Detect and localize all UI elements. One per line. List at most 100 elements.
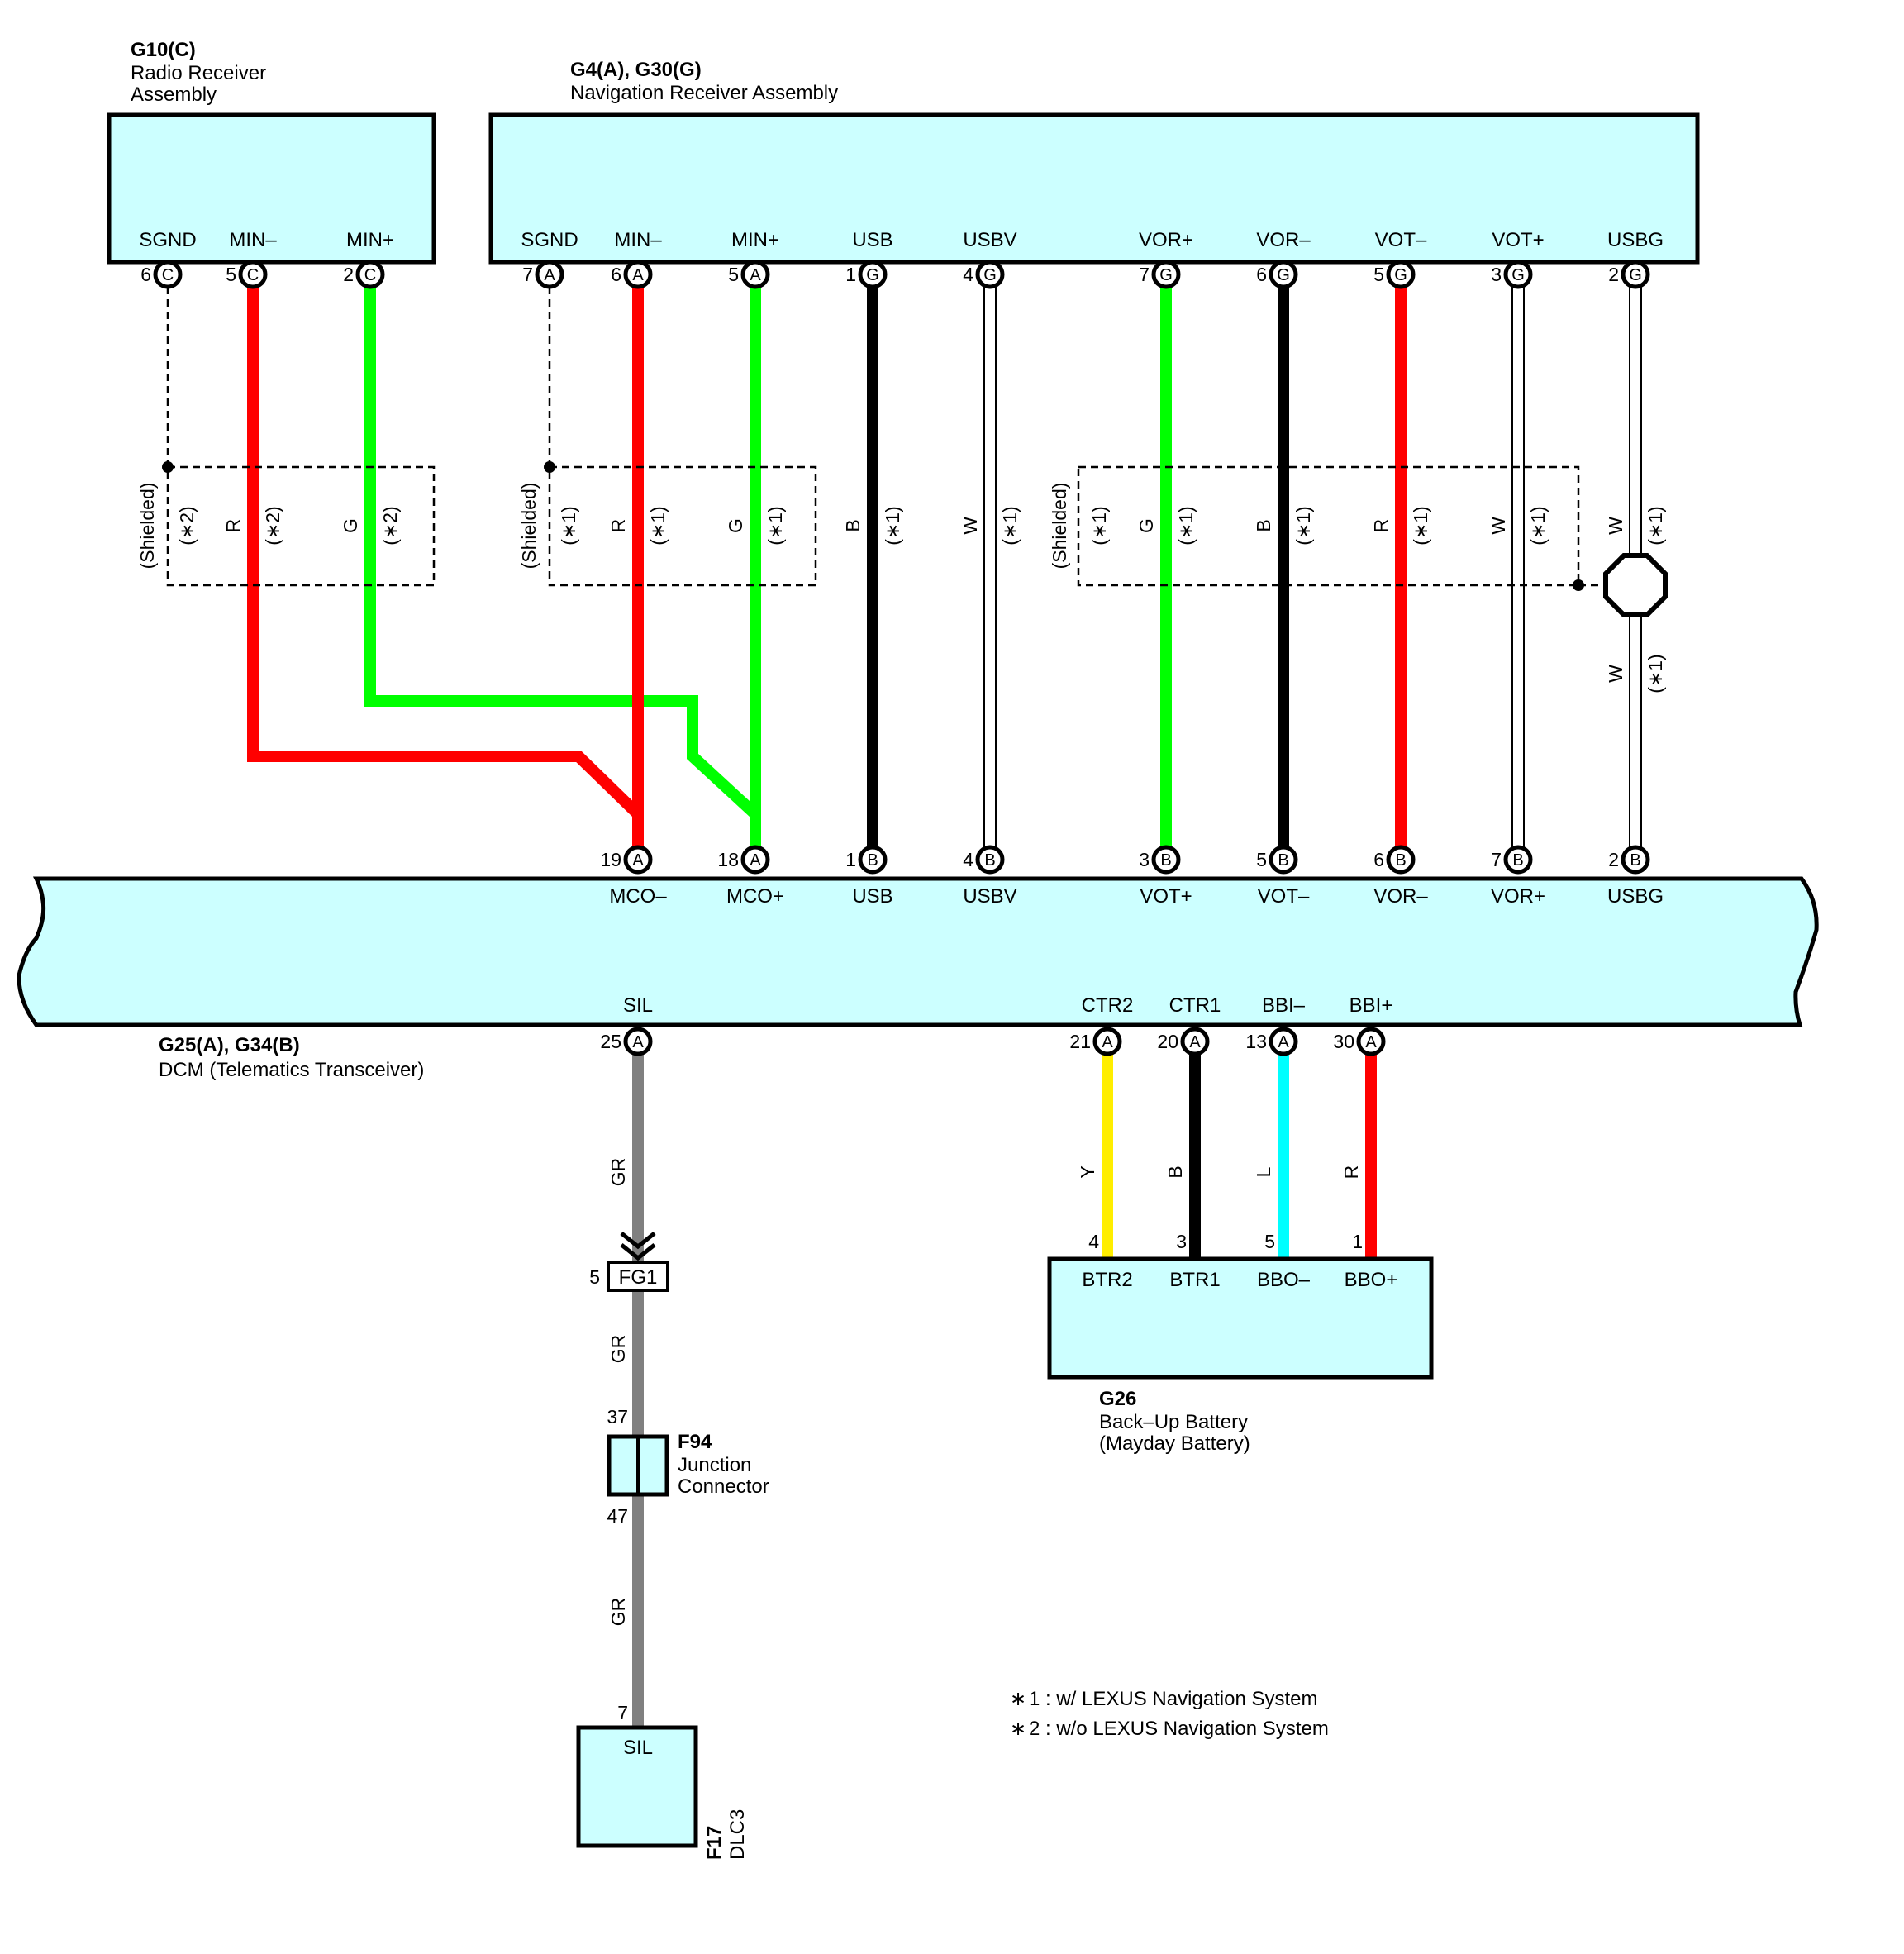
nav-2-terminal bbox=[740, 260, 770, 289]
nav-3-pin-name: USB bbox=[852, 229, 892, 251]
nav-7-pin-number: 5 bbox=[1373, 264, 1384, 285]
nav-8-connector-letter: G bbox=[1511, 266, 1525, 284]
radio-1-terminal bbox=[238, 260, 268, 289]
label-note-vor-plus: (∗1) bbox=[1175, 506, 1197, 545]
dcm-top-3-terminal bbox=[975, 845, 1005, 875]
dlc3-box bbox=[576, 1725, 698, 1848]
radio-2-pin-number: 2 bbox=[343, 264, 354, 285]
nav-8-pin-name: VOT+ bbox=[1492, 229, 1544, 251]
dcm-bottom-2-pin-number: 20 bbox=[1157, 1031, 1178, 1052]
battery-name-line1: Back–Up Battery bbox=[1099, 1411, 1248, 1433]
label-note-vot-minus: (∗1) bbox=[1410, 506, 1431, 545]
label-wire-b-usb: B bbox=[842, 519, 864, 531]
dcm-top-1-pin-name: MCO+ bbox=[726, 885, 784, 908]
radio-0-terminal bbox=[153, 260, 183, 289]
radio-1-pin-name: MIN– bbox=[229, 229, 277, 251]
dcm-top-1-connector-letter: A bbox=[750, 851, 761, 870]
dlc-pin-label: SIL bbox=[623, 1737, 653, 1759]
nav-4-pin-name: USBV bbox=[963, 229, 1016, 251]
nav-9-pin-name: USBG bbox=[1607, 229, 1664, 251]
nav-6-connector-letter: G bbox=[1277, 266, 1290, 284]
note-2-text: 2 : w/o LEXUS Navigation System bbox=[1029, 1718, 1329, 1740]
dcm-title-block: G25(A), G34(B) DCM (Telematics Transceiv… bbox=[159, 1034, 424, 1081]
dcm-top-6-pin-number: 6 bbox=[1373, 849, 1384, 870]
label-wire-g-radio: G bbox=[340, 518, 361, 533]
dcm-name: DCM (Telematics Transceiver) bbox=[159, 1059, 424, 1081]
shield-box-radio bbox=[166, 465, 436, 587]
junction-name-line2: Connector bbox=[678, 1475, 769, 1498]
dcm-top-0-connector-letter: A bbox=[632, 851, 644, 870]
shield-lines bbox=[162, 274, 1605, 591]
label-note-radio-sgnd: (∗2) bbox=[176, 506, 198, 545]
battery-box bbox=[1047, 1256, 1434, 1380]
label-wire-l: L bbox=[1253, 1166, 1274, 1177]
label-shielded-nav: (Shielded) bbox=[518, 483, 540, 570]
radio-1-connector-letter: C bbox=[247, 266, 259, 284]
dcm-top-1-terminal bbox=[740, 845, 770, 875]
label-wire-r-nav: R bbox=[607, 519, 629, 533]
label-wire-w-usbv: W bbox=[959, 517, 981, 535]
label-wire-b-vor-minus: B bbox=[1253, 519, 1274, 531]
nav-0-pin-name: SGND bbox=[521, 229, 578, 251]
wire-radio-min-plus-green bbox=[364, 274, 761, 860]
battery-pin-name: BTR1 bbox=[1169, 1269, 1220, 1291]
dcm-bottom-0-connector-letter: A bbox=[632, 1033, 644, 1051]
nav-receiver-box bbox=[488, 112, 1700, 265]
dcm-bottom-2-pin-name: CTR1 bbox=[1169, 994, 1221, 1017]
nav-0-connector-letter: A bbox=[544, 266, 555, 284]
dcm-bottom-4-connector-letter: A bbox=[1365, 1033, 1377, 1051]
battery-pin-number: 5 bbox=[1264, 1231, 1275, 1252]
dcm-bottom-1-pin-name: CTR2 bbox=[1082, 994, 1134, 1017]
nav-1-pin-number: 6 bbox=[611, 264, 621, 285]
nav-9-pin-number: 2 bbox=[1608, 264, 1619, 285]
dlc-title: F17 bbox=[703, 1826, 726, 1860]
nav-9-connector-letter: G bbox=[1629, 266, 1642, 284]
label-wire-gr-1: GR bbox=[607, 1158, 629, 1187]
nav-6-terminal bbox=[1269, 260, 1298, 289]
dcm-bottom-1-terminal bbox=[1092, 1027, 1122, 1056]
dcm-top-4-terminal bbox=[1151, 845, 1181, 875]
dlc-pin-number: 7 bbox=[617, 1702, 628, 1723]
dcm-top-2-terminal bbox=[858, 845, 888, 875]
battery-pin-number: 4 bbox=[1088, 1231, 1099, 1252]
dcm-top-5-connector-letter: B bbox=[1278, 851, 1288, 870]
dcm-bottom-1-pin-number: 21 bbox=[1069, 1031, 1091, 1052]
label-note-radio-g: (∗2) bbox=[379, 506, 401, 545]
nav-1-connector-letter: A bbox=[632, 266, 644, 284]
nav-1-terminal bbox=[623, 260, 653, 289]
label-note-nav-g: (∗1) bbox=[764, 506, 786, 545]
dcm-top-6-terminal bbox=[1386, 845, 1416, 875]
radio-title: G10(C) bbox=[131, 39, 196, 61]
nav-1-pin-name: MIN– bbox=[614, 229, 662, 251]
label-note-nav-sgnd: (∗1) bbox=[558, 506, 579, 545]
label-note-video-shield: (∗1) bbox=[1088, 506, 1110, 545]
dcm-box bbox=[17, 876, 1819, 1027]
battery-name-line2: (Mayday Battery) bbox=[1099, 1432, 1250, 1455]
radio-name-line2: Assembly bbox=[131, 83, 217, 106]
radio-1-pin-number: 5 bbox=[226, 264, 236, 285]
nav-4-connector-letter: G bbox=[983, 266, 997, 284]
nav-5-pin-number: 7 bbox=[1139, 264, 1150, 285]
radio-0-pin-name: SGND bbox=[139, 229, 196, 251]
nav-7-pin-name: VOT– bbox=[1375, 229, 1427, 251]
label-note-usbv: (∗1) bbox=[999, 506, 1021, 545]
label-note-nav-r: (∗1) bbox=[647, 506, 669, 545]
battery-pin-name: BTR2 bbox=[1082, 1269, 1132, 1291]
dcm-top-8-pin-number: 2 bbox=[1608, 849, 1619, 870]
dcm-bottom-0-pin-number: 25 bbox=[600, 1031, 621, 1052]
nav-0-pin-number: 7 bbox=[522, 264, 533, 285]
battery-pin-name: BBO+ bbox=[1345, 1269, 1398, 1291]
label-wire-g-nav: G bbox=[725, 518, 746, 533]
dcm-top-7-pin-number: 7 bbox=[1491, 849, 1502, 870]
wire-radio-min-minus-red bbox=[247, 274, 644, 860]
junction-name-line1: Junction bbox=[678, 1454, 751, 1476]
nav-title-block: G4(A), G30(G) Navigation Receiver Assemb… bbox=[570, 59, 838, 104]
label-note-vor-minus: (∗1) bbox=[1292, 506, 1314, 545]
battery-title-block: G26 Back–Up Battery (Mayday Battery) bbox=[1099, 1388, 1250, 1455]
dcm-top-2-pin-number: 1 bbox=[845, 849, 856, 870]
dlc-name: DLC3 bbox=[726, 1809, 749, 1860]
radio-2-pin-name: MIN+ bbox=[346, 229, 394, 251]
note-2-mark: ∗ bbox=[1010, 1718, 1026, 1740]
junction-out-pin-number: 47 bbox=[607, 1505, 628, 1527]
label-wire-gr-3: GR bbox=[607, 1598, 629, 1627]
